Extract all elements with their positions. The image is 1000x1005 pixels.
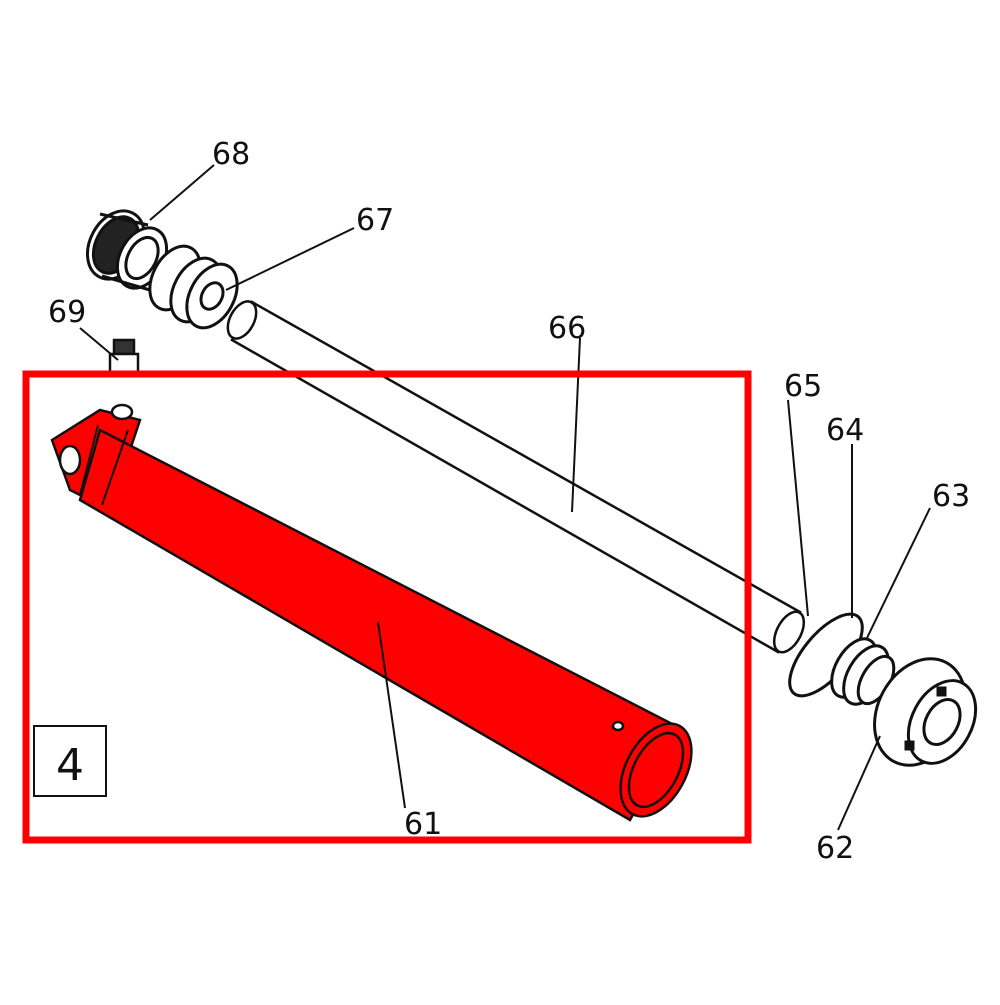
leader-68: [149, 164, 215, 221]
callout-number: 4: [56, 740, 84, 791]
leader-62: [837, 735, 881, 831]
label-61: 61: [404, 807, 442, 842]
leader-61: [377, 621, 406, 809]
part-61-cylinder-barrel: [50, 403, 693, 822]
label-63: 63: [932, 479, 970, 514]
part-67-piston: [148, 244, 239, 330]
label-68: 68: [212, 137, 250, 172]
label-67: 67: [356, 203, 394, 238]
label-69: 69: [48, 295, 86, 330]
callout-box: [33, 725, 107, 797]
label-62: 62: [816, 831, 854, 866]
leader-66: [571, 337, 581, 513]
part-62-end-cap: [873, 657, 978, 767]
leader-69: [79, 327, 119, 361]
leader-65: [787, 399, 809, 617]
label-66: 66: [548, 311, 586, 346]
highlight-box: [22, 370, 752, 844]
label-65: 65: [784, 369, 822, 404]
leader-63: [865, 507, 931, 641]
label-64: 64: [826, 413, 864, 448]
leader-lines: [79, 164, 931, 831]
leader-67: [225, 227, 355, 291]
part-66-piston-rod: [226, 300, 806, 654]
part-68-gland-nut: [85, 209, 169, 292]
